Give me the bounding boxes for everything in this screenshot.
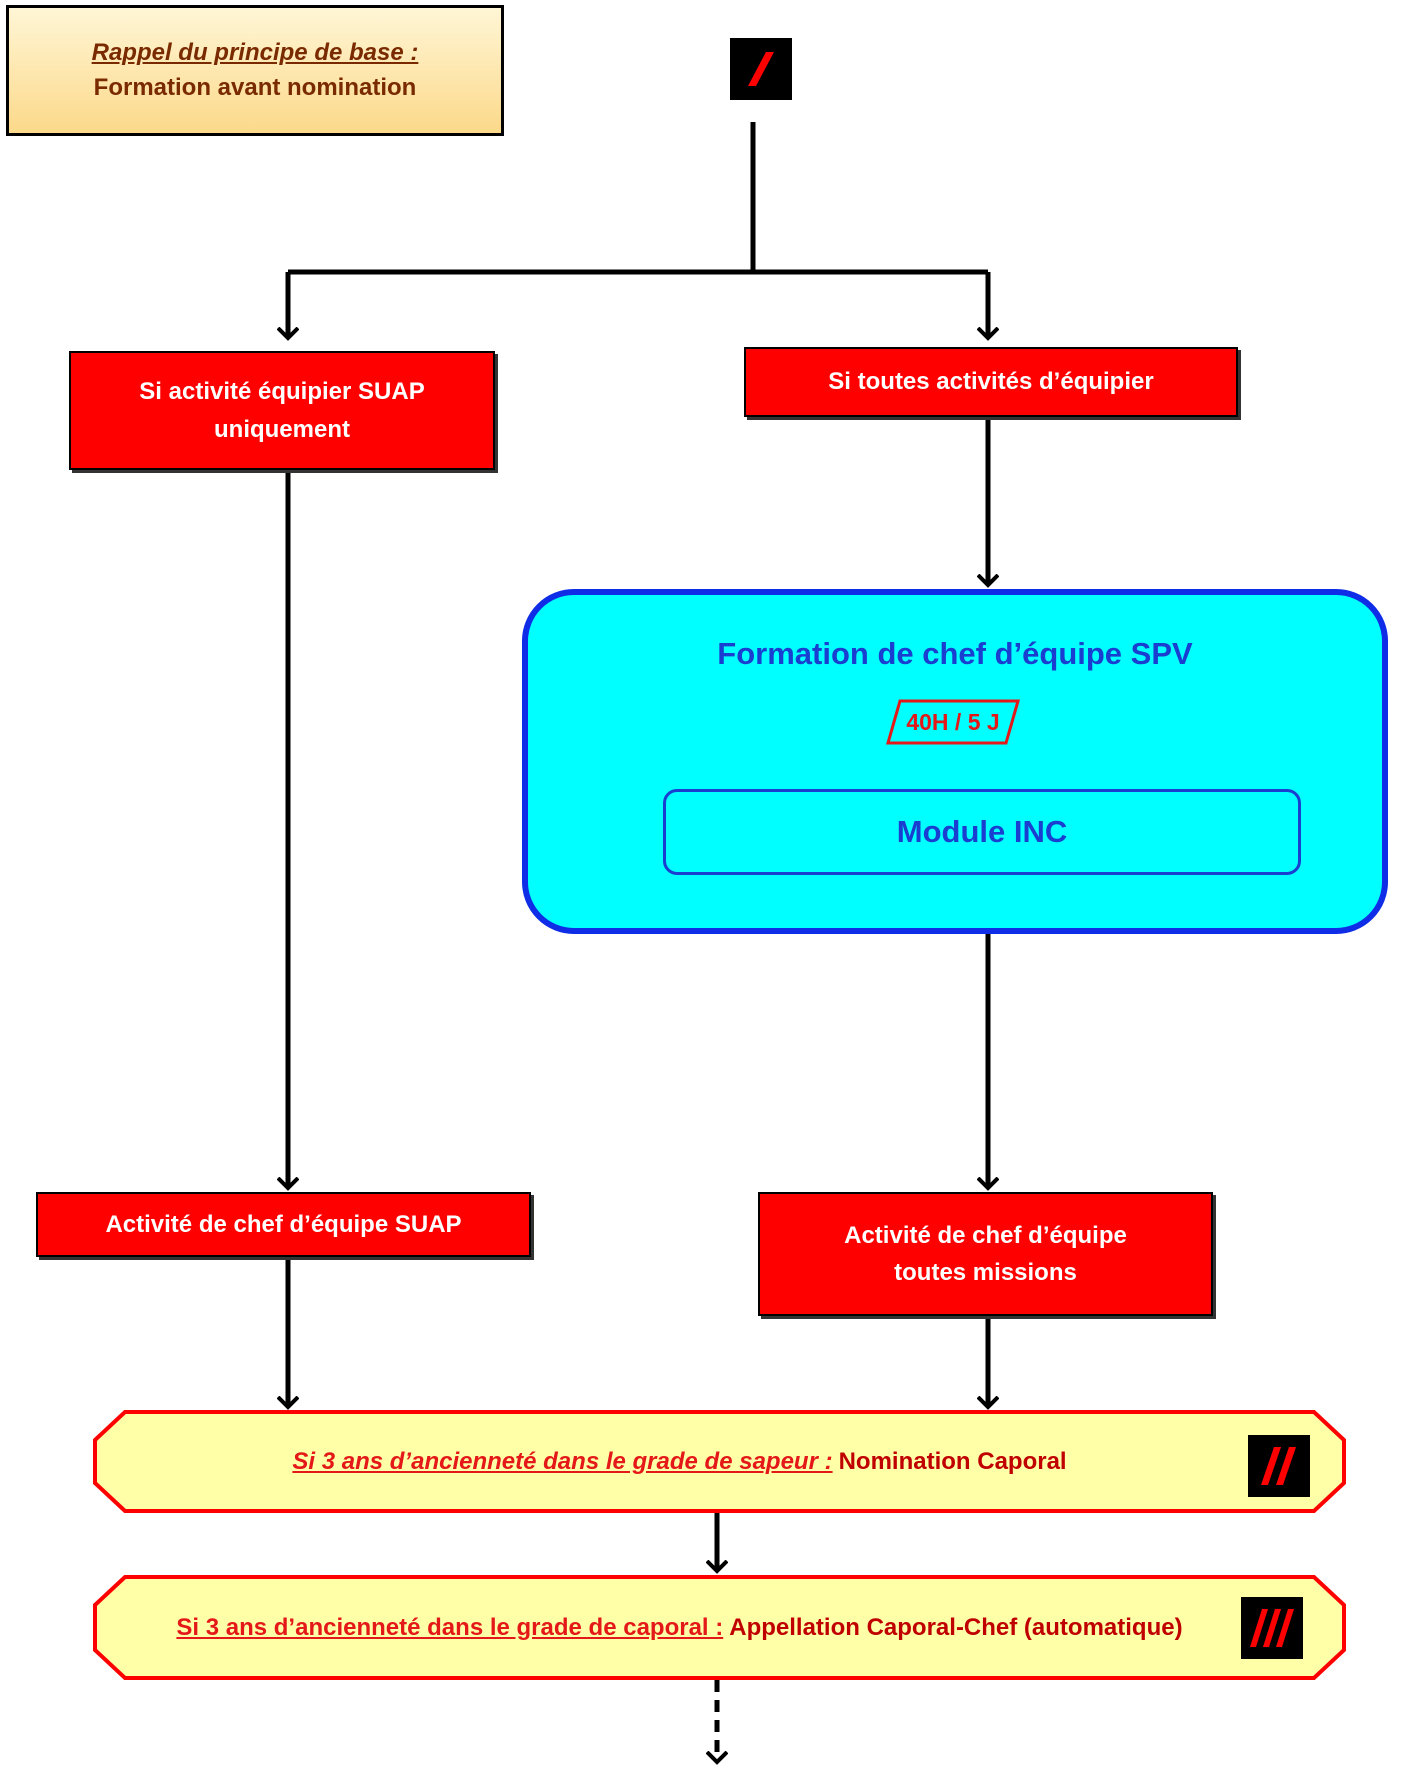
- left-condition-line-2: uniquement: [214, 415, 350, 443]
- training-title: Formation de chef d’équipe SPV: [717, 636, 1193, 671]
- grade-badge-3-icon: [1241, 1597, 1303, 1659]
- right-outcome: Activité de chef d’équipe toutes mission…: [758, 1192, 1213, 1316]
- caporal-chef-condition: Si 3 ans d’ancienneté dans le grade de c…: [176, 1613, 724, 1641]
- caporal-condition: Si 3 ans d’ancienneté dans le grade de s…: [292, 1447, 833, 1475]
- caporal-chef-text: Si 3 ans d’ancienneté dans le grade de c…: [123, 1575, 1236, 1680]
- left-outcome-text: Activité de chef d’équipe SUAP: [105, 1210, 462, 1238]
- grade-badge-1-icon: [730, 38, 792, 100]
- grade-badge-2-icon: [1248, 1435, 1310, 1497]
- duration-text: 40H / 5 J: [906, 708, 1000, 735]
- right-condition-text: Si toutes activités d’équipier: [828, 368, 1154, 396]
- caporal-chef-result: Appellation Caporal-Chef (automatique): [729, 1613, 1183, 1641]
- reminder-text: Formation avant nomination: [93, 73, 417, 101]
- right-outcome-line-2: toutes missions: [894, 1259, 1077, 1286]
- left-branch-condition: Si activité équipier SUAP uniquement: [69, 351, 495, 470]
- caporal-promotion-box: Si 3 ans d’ancienneté dans le grade de s…: [93, 1410, 1346, 1513]
- caporal-result: Nomination Caporal: [838, 1447, 1067, 1475]
- training-block: Formation de chef d’équipe SPV 40H / 5 J…: [522, 589, 1388, 934]
- principle-reminder-box: Rappel du principe de base : Formation a…: [6, 5, 504, 136]
- left-condition-line-1: Si activité équipier SUAP: [139, 378, 425, 406]
- left-outcome: Activité de chef d’équipe SUAP: [36, 1192, 531, 1257]
- duration-tag: 40H / 5 J: [886, 699, 1020, 745]
- caporal-chef-box: Si 3 ans d’ancienneté dans le grade de c…: [93, 1575, 1346, 1680]
- reminder-lead: Rappel du principe de base :: [91, 38, 419, 66]
- module-inc-box: Module INC: [663, 789, 1301, 875]
- right-outcome-line-1: Activité de chef d’équipe: [844, 1221, 1127, 1249]
- right-branch-condition: Si toutes activités d’équipier: [744, 347, 1238, 417]
- caporal-promotion-text: Si 3 ans d’ancienneté dans le grade de s…: [123, 1410, 1236, 1513]
